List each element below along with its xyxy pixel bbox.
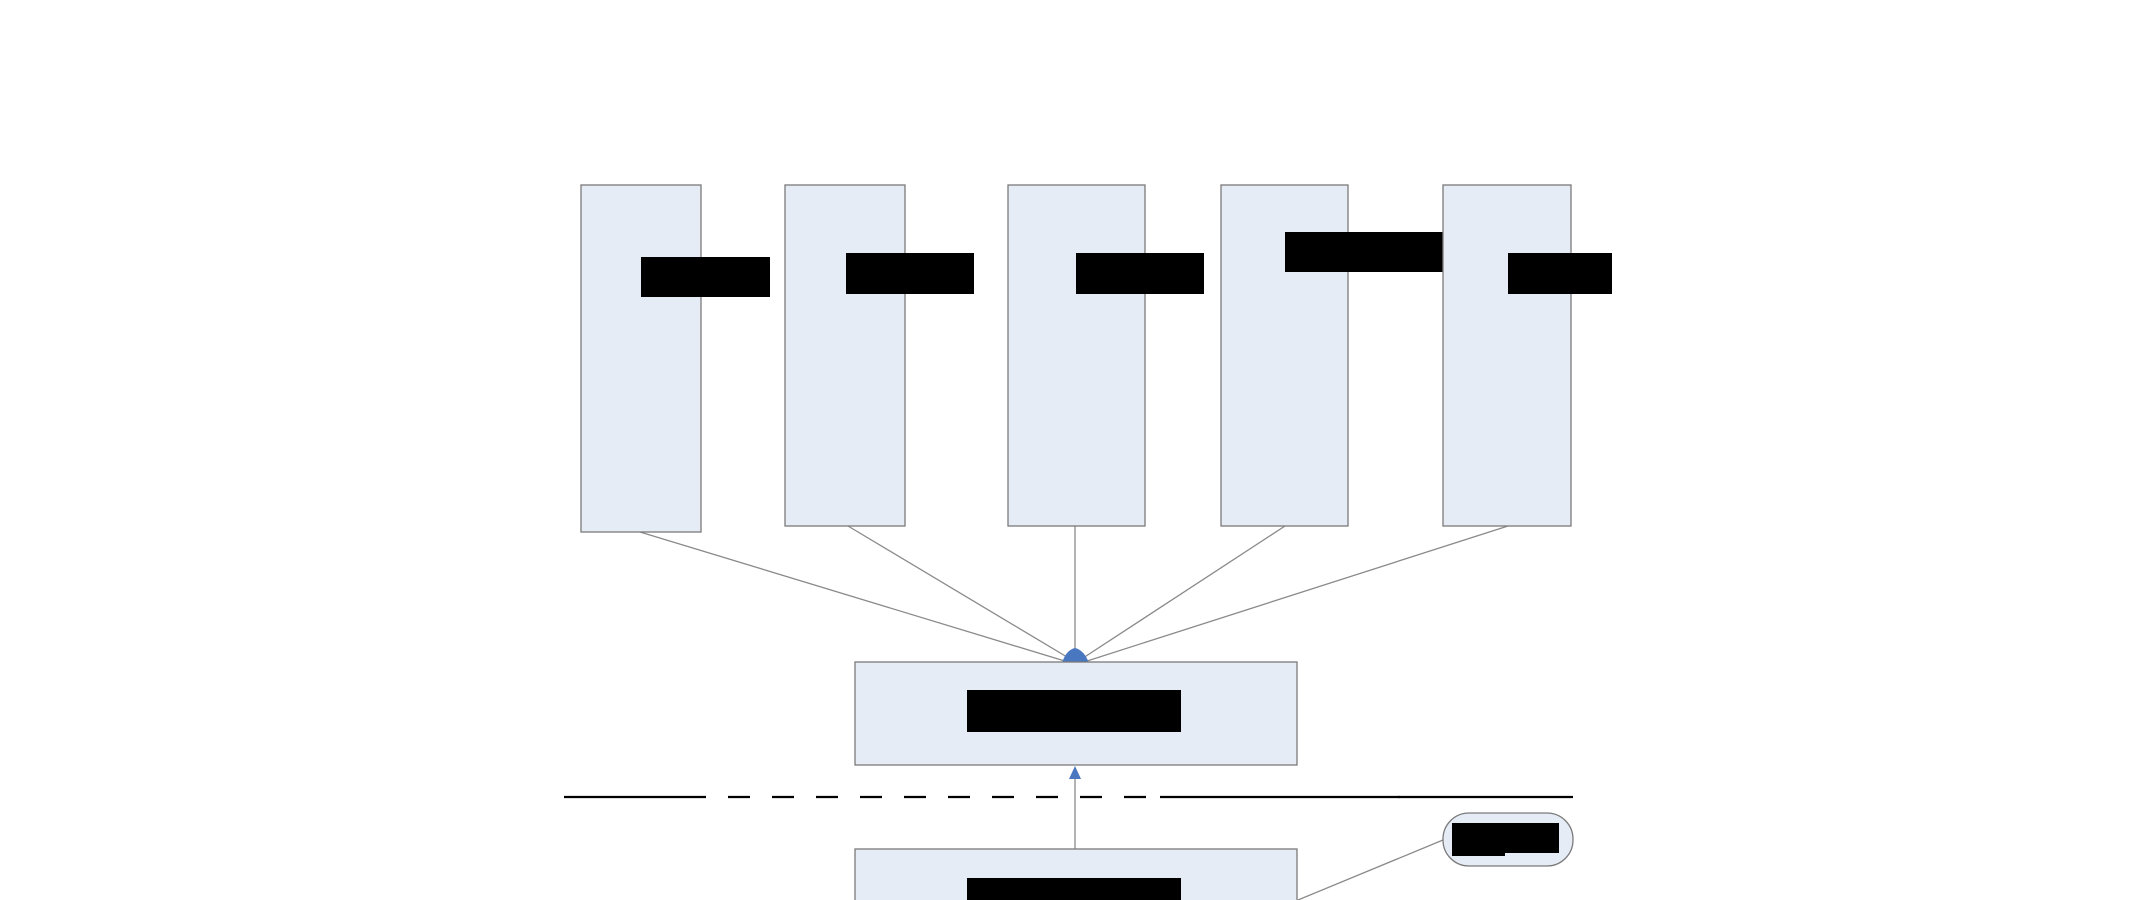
- bottom-box-label: [967, 878, 1181, 900]
- top-box-2: [784, 184, 974, 527]
- top-box-5: [1442, 184, 1612, 527]
- top-box-5-label: [1508, 253, 1612, 294]
- top-box-2-label: [846, 253, 974, 294]
- vertical-arrowhead: [1069, 766, 1081, 779]
- bottom-box: [854, 848, 1298, 900]
- connector-4: [1079, 525, 1286, 661]
- connector-2: [847, 525, 1073, 661]
- converge-arrowhead: [1062, 648, 1089, 663]
- top-box-1-label: [641, 257, 770, 297]
- callout: [1297, 812, 1574, 900]
- connector-5: [1083, 525, 1509, 663]
- top-box-4-label: [1285, 232, 1444, 272]
- middle-box-label: [967, 690, 1181, 732]
- top-box-4: [1220, 184, 1444, 527]
- top-box-1: [580, 184, 770, 533]
- connector-1: [639, 531, 1069, 663]
- top-box-3: [1007, 184, 1204, 527]
- converging-connectors: [639, 525, 1509, 663]
- callout-connector: [1297, 839, 1444, 900]
- top-box-3-label: [1076, 253, 1204, 294]
- middle-box: [854, 661, 1298, 766]
